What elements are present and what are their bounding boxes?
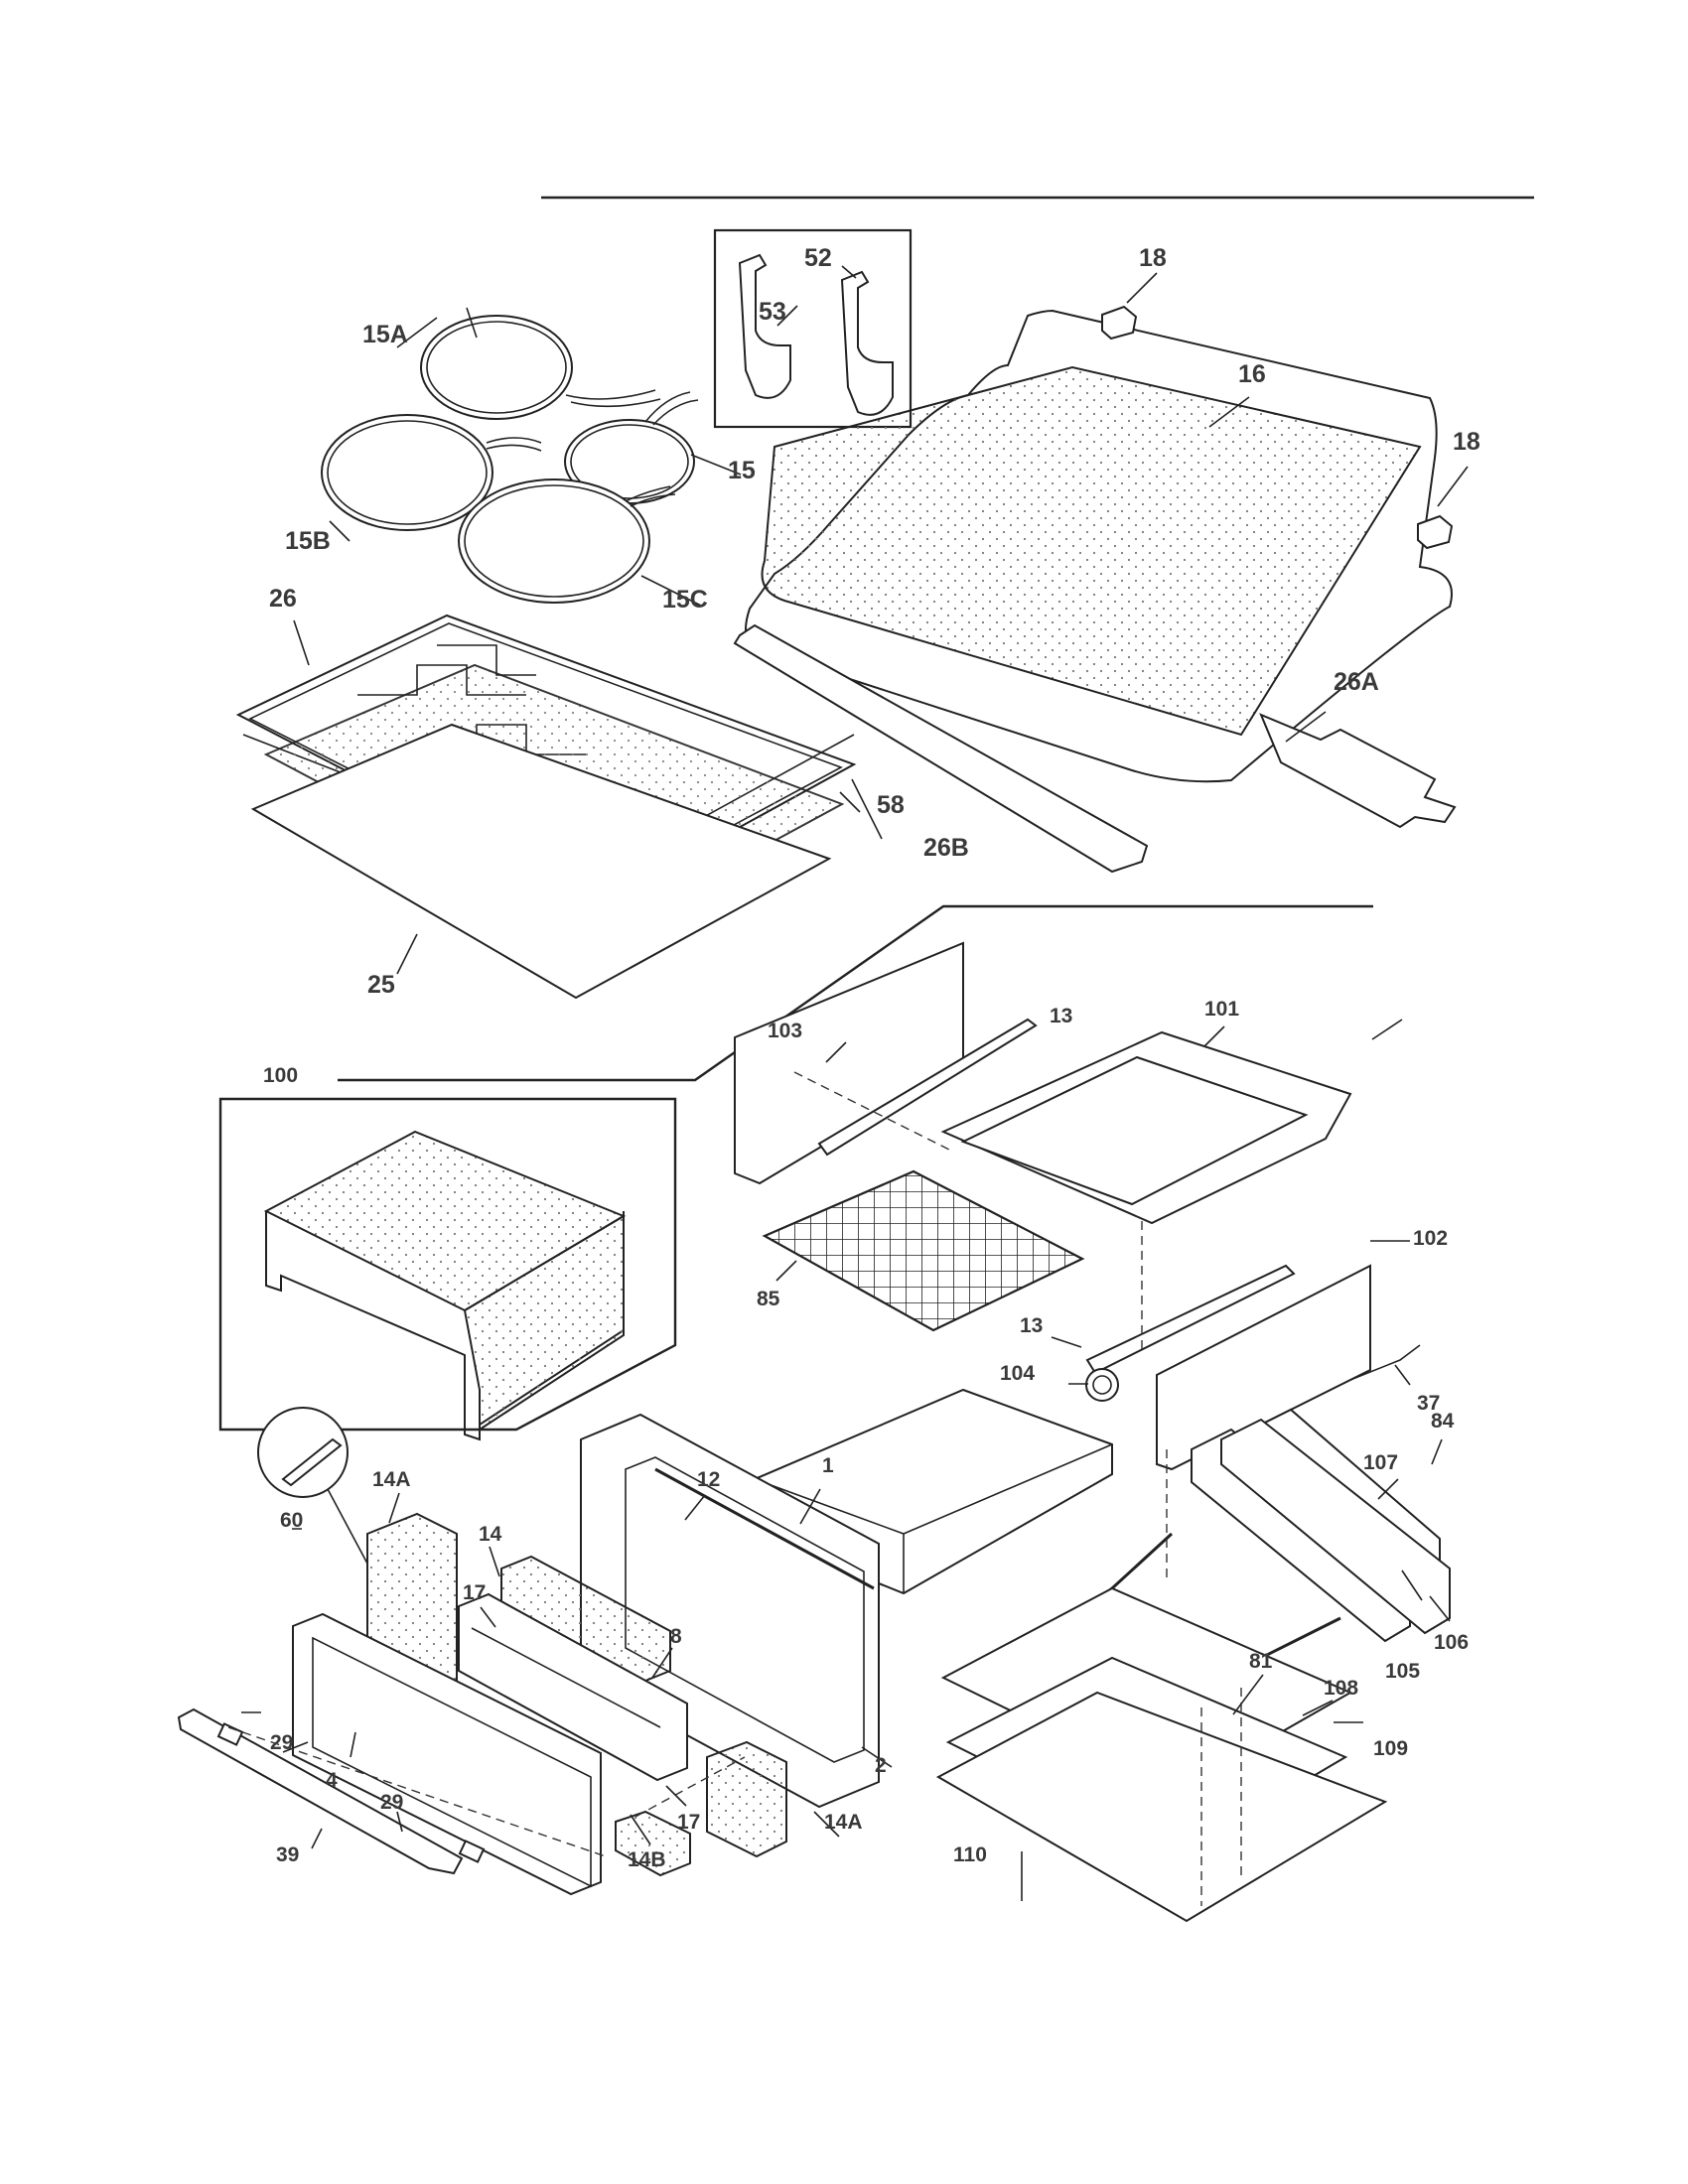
label-18-top: 18: [1139, 244, 1167, 272]
label-85: 85: [757, 1288, 780, 1310]
label-109: 109: [1373, 1737, 1408, 1760]
label-53: 53: [759, 298, 786, 326]
label-15b: 15B: [285, 527, 331, 555]
label-12: 12: [697, 1468, 720, 1491]
label-14b: 14B: [628, 1848, 666, 1871]
label-8: 8: [670, 1625, 682, 1648]
assembly-lines: [227, 1071, 1242, 1906]
label-1: 1: [822, 1454, 834, 1477]
door-insulation-14a-right: [706, 1740, 787, 1858]
label-102: 102: [1413, 1227, 1448, 1250]
label-101: 101: [1204, 998, 1239, 1021]
cooktop-glass: [745, 309, 1453, 783]
label-84: 84: [1431, 1410, 1455, 1433]
surface-element-15: [564, 391, 699, 504]
label-25: 25: [367, 971, 395, 999]
label-108: 108: [1324, 1677, 1358, 1700]
label-26b: 26B: [923, 834, 969, 862]
label-39: 39: [276, 1843, 299, 1866]
label-14: 14: [479, 1523, 502, 1546]
hinge-bracket-18-right: [1417, 514, 1454, 550]
outer-door-4: [292, 1612, 602, 1896]
bracket-inset: [713, 228, 913, 429]
screw-inset-60: [257, 1407, 368, 1565]
label-26: 26: [269, 585, 297, 613]
side-panel-103: [734, 941, 964, 1185]
handle-mount-29-left: [216, 1722, 244, 1746]
label-107: 107: [1363, 1451, 1398, 1474]
label-29-left: 29: [270, 1731, 293, 1754]
door-frame-17-upper: [458, 1592, 688, 1782]
label-15a: 15A: [362, 321, 408, 348]
label-29-right: 29: [380, 1791, 403, 1814]
label-58: 58: [877, 791, 905, 819]
sensor-37: [1349, 1344, 1421, 1381]
door-gasket-12: [654, 1467, 875, 1590]
surface-element-15b: [321, 414, 542, 531]
part-labels: 52 53 18 15A 16 18 15 15B 26 15C 26A 58 …: [263, 244, 1480, 1871]
rail-13-lower: [1085, 1264, 1296, 1375]
base-panel-110: [935, 1691, 1388, 1923]
label-104: 104: [1000, 1362, 1035, 1385]
label-14a-right: 14A: [824, 1811, 863, 1834]
hinge-bracket-18-top: [1101, 305, 1138, 341]
harness-26a: [1259, 713, 1457, 829]
label-4: 4: [326, 1769, 338, 1792]
section-divider: [338, 904, 1373, 1082]
label-13-lower: 13: [1020, 1314, 1043, 1337]
insulation-inset: [218, 1097, 677, 1441]
label-26a: 26A: [1334, 668, 1379, 696]
oven-top-101: [940, 1030, 1352, 1225]
door-handle-39: [177, 1707, 464, 1875]
label-17-lower: 17: [677, 1811, 700, 1834]
trim-26b: [733, 623, 1149, 874]
leader-lines: [241, 265, 1469, 1901]
door-panel-8: [471, 1627, 661, 1728]
back-panel-106: [1220, 1418, 1451, 1635]
surface-element-15a: [420, 315, 661, 420]
label-100: 100: [263, 1064, 298, 1087]
label-52: 52: [804, 244, 832, 272]
handle-mount-29-right: [458, 1840, 486, 1863]
bottom-panel-25: [250, 723, 832, 1000]
label-13-upper: 13: [1050, 1005, 1072, 1027]
surface-element-15c: [458, 478, 676, 604]
light-assembly-104: [1085, 1368, 1119, 1402]
label-106: 106: [1434, 1631, 1469, 1654]
label-16: 16: [1238, 360, 1266, 388]
label-81: 81: [1249, 1650, 1273, 1673]
label-15: 15: [728, 457, 756, 484]
label-17-upper: 17: [463, 1581, 486, 1604]
label-18-right: 18: [1453, 428, 1480, 456]
rail-13-upper: [817, 1018, 1038, 1157]
oven-rack-85: [762, 1169, 1085, 1332]
label-103: 103: [768, 1020, 802, 1042]
door-insulation-14b: [615, 1810, 691, 1877]
label-14a-left: 14A: [372, 1468, 411, 1491]
label-105: 105: [1385, 1660, 1420, 1683]
label-15c: 15C: [662, 586, 708, 614]
label-60: 60: [280, 1509, 303, 1532]
label-110: 110: [953, 1843, 987, 1866]
label-37: 37: [1417, 1392, 1440, 1415]
label-2: 2: [875, 1754, 887, 1777]
